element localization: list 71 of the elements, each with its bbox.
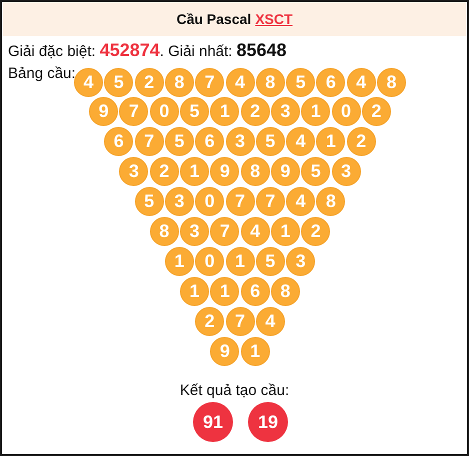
number-ball: 9 [89,97,118,126]
number-ball: 5 [164,127,194,156]
number-ball: 1 [180,157,210,186]
number-ball: 9 [210,336,240,366]
number-ball: 9 [270,157,300,186]
number-ball: 4 [256,306,285,336]
number-ball: 3 [226,127,254,156]
number-ball: 8 [240,157,270,186]
number-ball: 6 [240,276,270,306]
number-ball: 0 [332,97,361,126]
number-ball: 2 [150,157,179,186]
number-ball: 3 [164,187,194,216]
number-ball: 1 [210,276,240,306]
number-ball: 3 [270,97,300,126]
number-ball: 7 [195,68,224,96]
number-ball: 7 [226,306,254,336]
number-ball: 6 [195,127,224,156]
number-ball: 5 [286,68,316,96]
number-ball: 8 [270,276,300,306]
number-ball: 2 [301,217,330,246]
number-ball: 6 [316,68,346,96]
section-label: Bảng cầu: [8,65,76,83]
number-ball: 1 [301,97,330,126]
number-ball: 5 [104,68,134,96]
number-ball: 1 [210,97,240,126]
number-ball: 4 [286,187,316,216]
number-ball: 1 [226,246,254,276]
result-ball: 91 [193,402,233,442]
number-ball: 7 [210,217,240,246]
number-ball: 2 [346,127,376,156]
result-ball: 19 [248,402,288,442]
number-ball: 0 [150,97,179,126]
number-ball: 9 [210,157,240,186]
number-ball: 4 [240,217,270,246]
number-ball: 1 [180,276,210,306]
number-ball: 7 [226,187,254,216]
number-ball: 5 [301,157,330,186]
number-ball: 5 [256,246,285,276]
number-ball: 4 [74,68,103,96]
number-ball: 7 [256,187,285,216]
number-ball: 5 [134,187,164,216]
number-ball: 3 [180,217,210,246]
number-ball: 5 [180,97,210,126]
link: XSCT [255,10,293,28]
number-ball: 8 [256,68,285,96]
number-ball: 5 [256,127,285,156]
number-ball: 4 [226,68,254,96]
number-ball: 1 [270,217,300,246]
title: Cầu Pascal [176,10,252,28]
section-label: Kết quả tạo cầu: [180,382,290,399]
number-ball: 2 [134,68,164,96]
number-ball: 2 [240,97,270,126]
prize-text: Giải đặc biệt: 452874. Giải nhất: 85648 [8,40,287,62]
number-ball: 8 [164,68,194,96]
number-ball: 8 [316,187,346,216]
number-ball: 7 [119,97,148,126]
number-ball: 1 [240,336,270,366]
number-ball: 8 [377,68,406,96]
number-ball: 4 [286,127,316,156]
number-ball: 6 [104,127,134,156]
number-ball: 3 [119,157,148,186]
number-ball: 8 [150,217,179,246]
number-ball: 1 [164,246,194,276]
number-ball: 2 [195,306,224,336]
number-ball: 3 [332,157,361,186]
number-ball: 1 [316,127,346,156]
number-ball: 3 [286,246,316,276]
number-ball: 2 [362,97,391,126]
number-ball: 0 [195,187,224,216]
number-ball: 7 [134,127,164,156]
number-ball: 0 [195,246,224,276]
